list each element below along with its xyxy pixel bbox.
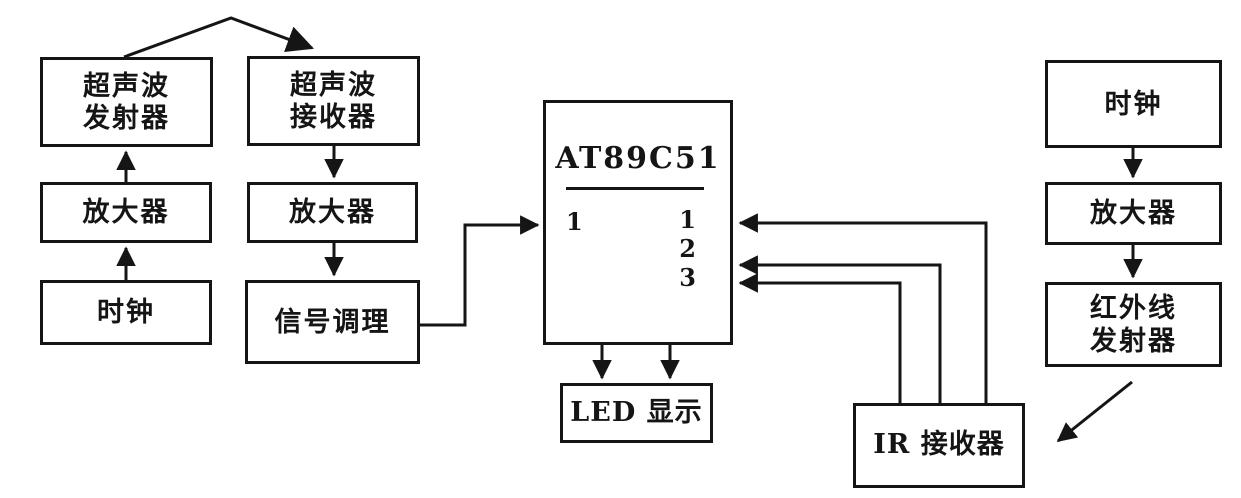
clock-left-label: 时钟 — [97, 297, 155, 328]
ir-transmitter-label-line1: 红外线 — [1090, 293, 1177, 324]
ir-receiver-box: IR 接收器 — [853, 403, 1025, 488]
amplifier-left-box: 放大器 — [40, 182, 212, 243]
ir-transmitter-label-line2: 发射器 — [1090, 325, 1177, 356]
arrow-ir-transmitter-to-ir-receiver — [1056, 380, 1133, 443]
mcu-title: AT89C51 — [555, 141, 721, 176]
amplifier-left-label: 放大器 — [82, 197, 170, 228]
amplifier-mid-label: 放大器 — [289, 197, 376, 228]
mcu-left-pin-label: 1 — [566, 207, 583, 236]
arrow-ir-receiver-to-mcu-pin3 — [738, 273, 902, 403]
clock-right-label: 时钟 — [1104, 88, 1163, 119]
mcu-box: AT89C51 1 1 2 3 — [543, 100, 733, 345]
ultrasonic-transmitter-label-line1: 超声波 — [83, 70, 170, 101]
led-display-label: LED 显示 — [570, 396, 703, 428]
mcu-right-pin-3: 3 — [679, 263, 696, 292]
ir-receiver-label: IR 接收器 — [873, 429, 1005, 461]
ir-transmitter-box: 红外线 发射器 — [1045, 282, 1222, 367]
arrow-ir-receiver-to-mcu-pin1 — [738, 213, 988, 403]
amplifier-mid-box: 放大器 — [247, 182, 418, 243]
mcu-right-pin-1: 1 — [679, 205, 696, 234]
ultrasonic-receiver-box: 超声波 接收器 — [247, 56, 420, 146]
mcu-right-pin-2: 2 — [679, 234, 696, 263]
signal-conditioning-box: 信号调理 — [245, 280, 420, 364]
ultrasonic-receiver-label-line1: 超声波 — [290, 69, 377, 100]
mcu-title-underline — [566, 187, 704, 190]
ultrasonic-transmitter-box: 超声波 发射器 — [40, 57, 213, 147]
arrow-signal-conditioning-to-mcu — [420, 215, 540, 327]
arrow-ir-receiver-to-mcu-pin2 — [738, 255, 942, 403]
clock-left-box: 时钟 — [40, 280, 212, 345]
led-display-box: LED 显示 — [560, 383, 713, 443]
ultrasonic-transmitter-label-line2: 发射器 — [83, 103, 170, 133]
amplifier-right-label: 放大器 — [1090, 198, 1177, 229]
arrow-ultrasonic-tx-to-rx — [123, 16, 315, 59]
ultrasonic-receiver-label-line2: 接收器 — [290, 102, 377, 132]
mcu-right-pin-labels: 1 2 3 — [679, 205, 696, 292]
signal-conditioning-label: 信号调理 — [274, 306, 391, 337]
clock-right-box: 时钟 — [1045, 60, 1222, 148]
amplifier-right-box: 放大器 — [1045, 182, 1222, 245]
